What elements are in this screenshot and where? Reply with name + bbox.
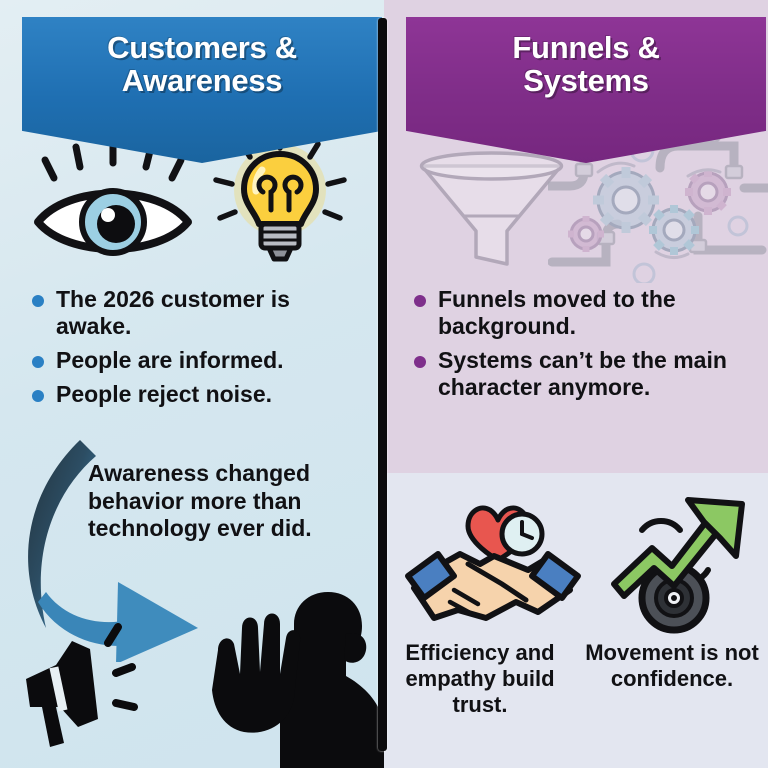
list-item: People are informed. — [28, 347, 358, 374]
bottom-right-caption-row: Efficiency and empathy build trust. Move… — [384, 640, 768, 718]
right-banner: Funnels & Systems — [406, 17, 766, 163]
list-item: People reject noise. — [28, 381, 358, 408]
movement-caption: Movement is not confidence. — [585, 640, 759, 691]
right-banner-line2: Systems — [523, 63, 649, 99]
list-item: The 2026 customer is awake. — [28, 286, 358, 340]
right-banner-line1: Funnels & — [512, 30, 660, 65]
left-bullet-list: The 2026 customer is awake. People are i… — [28, 286, 358, 415]
left-banner-line1: Customers & — [107, 30, 297, 65]
eye-icon — [28, 142, 198, 262]
left-banner: Customers & Awareness — [22, 17, 382, 163]
list-item: Systems can’t be the main character anym… — [410, 347, 740, 401]
funnel-icon — [404, 136, 579, 271]
list-item: Funnels moved to the background. — [410, 286, 740, 340]
efficiency-caption: Efficiency and empathy build trust. — [405, 640, 555, 717]
right-bullet-list: Funnels moved to the background. Systems… — [410, 286, 740, 408]
curved-arrow-icon — [8, 432, 298, 662]
vertical-divider — [378, 18, 387, 751]
growth-arrow-wheel-icon — [608, 486, 760, 634]
lightbulb-icon — [205, 132, 355, 264]
megaphone-icon — [12, 615, 152, 755]
handshake-heart-clock-icon — [398, 484, 588, 634]
awareness-caption: Awareness changed behavior more than tec… — [88, 460, 312, 542]
person-stop-gesture-icon — [196, 590, 384, 768]
pipes-gears-icon — [548, 128, 768, 283]
left-banner-line2: Awareness — [121, 63, 283, 99]
